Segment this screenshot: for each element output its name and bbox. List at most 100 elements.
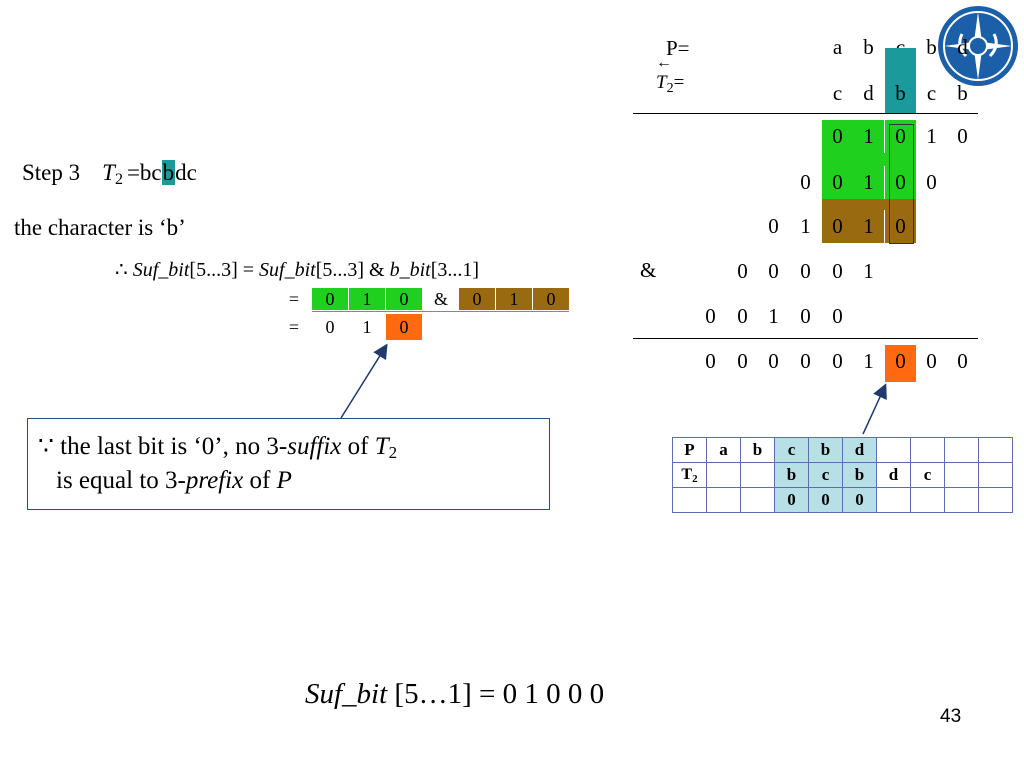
grid-cell: c — [808, 462, 843, 488]
callout-suffix: suffix — [287, 433, 342, 460]
bit-cell: 0 — [822, 120, 853, 153]
grid-cell — [910, 437, 945, 463]
grid-cell — [706, 487, 741, 513]
t2-eq: = — [126, 160, 140, 185]
character-line: the character is ‘b’ — [14, 215, 186, 240]
left-arrow — [340, 343, 388, 419]
line2-amp: & — [433, 289, 448, 309]
formula-lhs-range: [5...3] = — [189, 259, 260, 281]
bit-cell: 0 — [737, 304, 748, 328]
callout-text: of — [243, 467, 277, 494]
line2-b-bit: 0 — [459, 288, 495, 310]
because-symbol: ∵ — [38, 433, 54, 460]
grid-cell: P — [672, 437, 707, 463]
t2-reverse-arrow: ← — [656, 54, 672, 71]
formula-line: ∴ Suf_bit[5...3] = Suf_bit[5...3] & b_bi… — [115, 257, 479, 282]
grid-cell — [944, 437, 979, 463]
grid-cell — [978, 487, 1013, 513]
result-bit: 0 — [737, 349, 748, 373]
grid-cell: a — [706, 437, 741, 463]
grid-cell — [910, 487, 945, 513]
right-arrow — [862, 383, 887, 435]
bit-cell: 1 — [863, 259, 874, 283]
t-char-highlight: b — [885, 77, 916, 113]
grid-cell — [740, 487, 775, 513]
grid-cell: b — [808, 437, 843, 463]
bit-cell: 0 — [832, 304, 843, 328]
callout-text: is equal to 3- — [56, 467, 186, 494]
bit-cell: 1 — [800, 214, 811, 238]
p-char: d — [957, 35, 968, 59]
grid-cell: T2 — [672, 462, 707, 488]
grid-cell — [706, 462, 741, 488]
callout-text: of — [341, 433, 375, 460]
bit-cell: 0 — [832, 259, 843, 283]
t2-char-highlight: b — [161, 160, 176, 185]
bit-cell: 0 — [800, 259, 811, 283]
line2-underline — [312, 311, 569, 312]
footer-formula: Suf_bit [5…1] = 0 1 0 0 0 — [305, 678, 604, 711]
line3-eq: = — [288, 317, 300, 337]
line2-a-bit: 1 — [349, 288, 385, 310]
t2-char: c — [151, 160, 162, 185]
callout-p: P — [276, 467, 292, 494]
grid-cell — [740, 462, 775, 488]
grid-cell — [944, 462, 979, 488]
grid-cell: b — [842, 462, 877, 488]
formula-rhs-name: Suf_bit — [259, 259, 316, 281]
bit-cell: 1 — [853, 166, 884, 199]
t2-eq: = — [673, 72, 685, 93]
result-bit: 0 — [705, 349, 716, 373]
formula-bbit-name: b_bit — [389, 259, 431, 281]
university-seal-logo — [938, 6, 1018, 86]
grid-row-p: P a b c b d — [672, 437, 1013, 463]
callout-line2: is equal to 3-prefix of P — [56, 467, 292, 495]
grid-cell — [876, 487, 911, 513]
bit-cell: 1 — [768, 304, 779, 328]
callout-t-sub: 2 — [388, 443, 398, 462]
t2-sub: 2 — [114, 171, 123, 188]
bit-cell: 0 — [926, 170, 937, 194]
grid-cell: 0 — [842, 487, 877, 513]
line2-b-bit: 1 — [496, 288, 532, 310]
grid-t2-label: T2 — [681, 465, 698, 485]
grid-cell: 0 — [808, 487, 843, 513]
p-char: c — [895, 35, 906, 59]
bit-cell: 0 — [737, 259, 748, 283]
bit-cell: 0 — [768, 214, 779, 238]
callout-line1: ∵ the last bit is ‘0’, no 3-suffix of T2 — [38, 431, 397, 463]
brown-block-fill — [822, 199, 916, 210]
result-bit: 0 — [768, 349, 779, 373]
p-label: P= — [666, 36, 690, 60]
grid-cell: d — [876, 462, 911, 488]
formula-bbit-range: [3...1] — [430, 259, 480, 281]
t2-reverse-label: T2= — [656, 72, 684, 97]
highlight-column-box — [889, 124, 914, 244]
result-bit: 1 — [863, 349, 874, 373]
bit-cell: 0 — [705, 304, 716, 328]
therefore-symbol: ∴ — [115, 259, 128, 281]
bit-cell: 0 — [885, 166, 916, 199]
t2-letter: T — [102, 160, 115, 185]
footer-name: Suf_bit — [305, 678, 388, 710]
bit-cell: 0 — [885, 120, 916, 153]
grid-row-t2: T2 b c b d c — [672, 462, 1013, 488]
t2-char: b — [139, 160, 152, 185]
step-label: Step 3 — [22, 160, 81, 185]
result-bit: 0 — [926, 349, 937, 373]
grid-cell: c — [774, 437, 809, 463]
line2-eq: = — [288, 289, 300, 309]
callout-t: T — [374, 433, 389, 460]
bottom-separator-line — [633, 338, 978, 339]
t2-letter: T — [656, 72, 667, 93]
teal-column — [885, 48, 916, 77]
bit-cell: 0 — [800, 170, 811, 194]
grid-cell: b — [774, 462, 809, 488]
result-bit: 0 — [957, 349, 968, 373]
formula-rhs-range: [5...3] & — [315, 259, 390, 281]
p-char: b — [863, 35, 874, 59]
t-char: c — [832, 81, 843, 105]
grid-cell — [876, 437, 911, 463]
p-char: b — [926, 35, 937, 59]
